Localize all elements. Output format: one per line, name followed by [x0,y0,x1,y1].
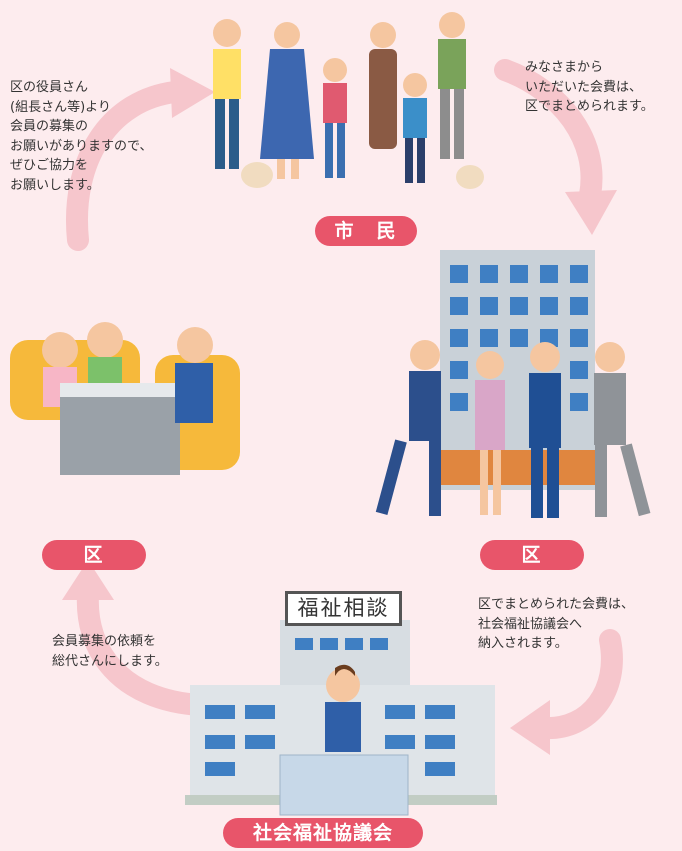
person-icon [260,22,314,179]
person-icon [403,73,427,183]
citizens-illustration [213,12,484,189]
person-icon [323,58,347,178]
person-icon [369,22,397,149]
office-windows [450,265,588,411]
arrow-top-left [66,81,186,251]
dog-icon [241,162,273,188]
note-top-right: みなさまから いただいた会費は、 区でまとめられます。 [525,60,654,114]
arrow-head-left [62,560,114,600]
label-citizens: 市 民 [315,216,417,246]
person-icon [213,19,241,169]
arrow-right [534,629,623,740]
receptionist-icon [325,664,361,752]
ward-office-illustration [375,250,651,518]
arrow-head-top-left [170,68,215,118]
staff-icon [529,342,561,518]
meeting-illustration [10,322,240,475]
label-ward-left: 区 [42,540,146,570]
reception-desk-icon [279,754,409,816]
note-bottom-left: 会員募集の依頼を 総代さんにします。 [52,634,168,669]
note-bottom-right: 区でまとめられた会費は、 社会福祉協議会へ 納入されます。 [478,597,635,651]
arrow-top-right [494,59,603,206]
table-icon [60,385,180,475]
arrow-left [76,584,211,716]
person-icon [438,12,466,159]
person-icon [175,327,213,423]
label-ward-right: 区 [480,540,584,570]
note-top-left: 区の役員さん (組長さん等)より 会員の募集の お願いがありますので、 ぜひご協… [10,80,153,193]
label-council: 社会福祉協議会 [223,818,423,848]
arrow-head-top-right [565,190,617,235]
arrow-head-right [510,700,550,755]
staff-icon [594,342,651,517]
cat-icon [456,165,484,189]
council-sign: 福祉相談 [285,591,402,626]
staff-icon [475,351,505,515]
staff-icon [375,340,441,516]
council-building-illustration [185,620,497,816]
council-windows [205,638,455,776]
